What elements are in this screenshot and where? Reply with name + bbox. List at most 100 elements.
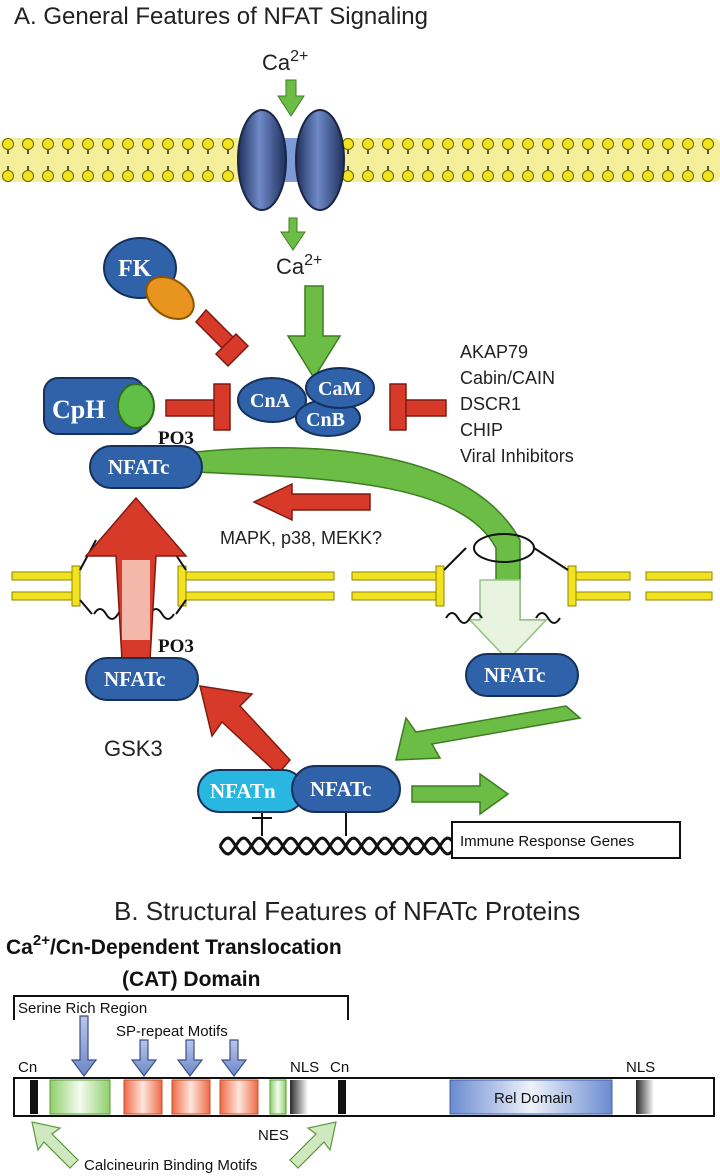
- lipid-head: [562, 138, 574, 150]
- lipid-head: [82, 138, 94, 150]
- sp-repeat-label: SP-repeat Motifs: [116, 1023, 228, 1040]
- fk-inhibition-bar: [194, 308, 250, 368]
- lipid-head: [2, 170, 14, 182]
- immune-genes-label: Immune Response Genes: [460, 833, 634, 850]
- panel-b-title: B. Structural Features of NFATc Proteins: [114, 896, 580, 926]
- lipid-head: [22, 138, 34, 150]
- calcium-channel: [237, 109, 345, 211]
- cat-title-line1: Ca2+/Cn-Dependent Translocation: [6, 932, 342, 959]
- lipid-head: [582, 138, 594, 150]
- nls-domain-1: [290, 1080, 308, 1114]
- panel-a-title: A. General Features of NFAT Signaling: [14, 3, 428, 30]
- lipid-head: [522, 170, 534, 182]
- inhibitor-item: Viral Inhibitors: [460, 446, 574, 466]
- nfatc-nucleus: NFATc: [465, 653, 579, 697]
- cn-right-label: Cn: [330, 1059, 349, 1076]
- lipid-head: [222, 138, 234, 150]
- lipid-head: [422, 170, 434, 182]
- cn-motif-left: [30, 1080, 38, 1114]
- lipid-head: [382, 138, 394, 150]
- nls-domain-2: [636, 1080, 654, 1114]
- nls-1-label: NLS: [290, 1059, 319, 1076]
- dna-helix: [218, 808, 474, 856]
- sp-repeat-domain: [171, 1079, 211, 1115]
- lipid-head: [602, 138, 614, 150]
- lipid-head: [62, 138, 74, 150]
- lipid-head: [362, 138, 374, 150]
- ca-channel-arrow: [280, 217, 306, 251]
- gsk3-label: GSK3: [104, 736, 163, 761]
- lipid-head: [642, 138, 654, 150]
- lipid-head: [202, 138, 214, 150]
- plasma-membrane: [0, 138, 720, 182]
- calcineurin-motifs-label: Calcineurin Binding Motifs: [84, 1157, 257, 1174]
- kinase-arrow: [252, 482, 371, 522]
- lipid-head: [422, 138, 434, 150]
- cn-motif-right: [338, 1080, 346, 1114]
- lipid-head: [682, 170, 694, 182]
- lipid-head: [542, 170, 554, 182]
- lipid-head: [522, 138, 534, 150]
- lipid-head: [682, 138, 694, 150]
- po3-bottom-label: PO3: [158, 636, 194, 657]
- lipid-head: [182, 138, 194, 150]
- lipid-head: [642, 170, 654, 182]
- lipid-head: [442, 170, 454, 182]
- lipid-head: [2, 138, 14, 150]
- lipid-head: [162, 138, 174, 150]
- inhibitor-list: AKAP79 Cabin/CAIN DSCR1 CHIP Viral Inhib…: [460, 342, 574, 466]
- lipid-head: [482, 138, 494, 150]
- lipid-head: [382, 170, 394, 182]
- lipid-head: [542, 138, 554, 150]
- lipid-head: [42, 170, 54, 182]
- lipid-head: [42, 138, 54, 150]
- lipid-head: [622, 138, 634, 150]
- lipid-head: [22, 170, 34, 182]
- lipid-head: [442, 138, 454, 150]
- lipid-head: [462, 170, 474, 182]
- lipid-head: [502, 170, 514, 182]
- po3-top-label: PO3: [158, 428, 194, 449]
- sp-repeat-pointer: [130, 1039, 158, 1077]
- lipid-head: [402, 138, 414, 150]
- lipid-head: [702, 138, 714, 150]
- serine-rich-pointer: [70, 1015, 98, 1077]
- sp-repeat-pointer: [220, 1039, 248, 1077]
- nfatn-label: NFATn: [210, 779, 276, 803]
- cna-label: CnA: [250, 390, 291, 412]
- cph-inhibition-bar: [165, 383, 231, 431]
- sp-repeat-pointer: [176, 1039, 204, 1077]
- rel-domain: [449, 1079, 613, 1115]
- transcription-arrow: [411, 772, 510, 816]
- lipid-head: [702, 170, 714, 182]
- lipid-head: [82, 170, 94, 182]
- rel-domain-label: Rel Domain: [494, 1090, 572, 1107]
- cam-label: CaM: [318, 378, 361, 400]
- nls-2-label: NLS: [626, 1059, 655, 1076]
- cat-title-line2: (CAT) Domain: [122, 968, 260, 991]
- lipid-head: [502, 138, 514, 150]
- lipid-head: [202, 170, 214, 182]
- lipid-head: [102, 170, 114, 182]
- nfatc-nuclear-label: NFATc: [484, 663, 545, 687]
- inhibitor-item: Cabin/CAIN: [460, 368, 555, 388]
- inhibitor-item: DSCR1: [460, 394, 521, 414]
- motif-pointer-arrows: [70, 1015, 248, 1077]
- lipid-head: [142, 170, 154, 182]
- lipid-head: [602, 170, 614, 182]
- immune-genes-box: Immune Response Genes: [451, 821, 681, 859]
- nfatn-nfatc-complex: NFATn NFATc: [197, 765, 401, 813]
- nuclear-envelope: [11, 525, 713, 624]
- nes-domain: [269, 1079, 287, 1115]
- cph-label: CpH: [52, 395, 105, 424]
- cat-bracket: [13, 995, 349, 1020]
- ca-inside-label: Ca2+: [276, 252, 322, 279]
- nfatc-protein-bar: Rel Domain: [13, 1077, 715, 1117]
- ca-outside-label: Ca2+: [262, 48, 308, 75]
- inhibitors-inhibition-bar: [389, 383, 447, 431]
- gsk3-export-arrow: [199, 685, 292, 776]
- cn-left-label: Cn: [18, 1059, 37, 1076]
- nfatc-cyto-bottom-label: NFATc: [104, 667, 165, 691]
- lipid-head: [102, 138, 114, 150]
